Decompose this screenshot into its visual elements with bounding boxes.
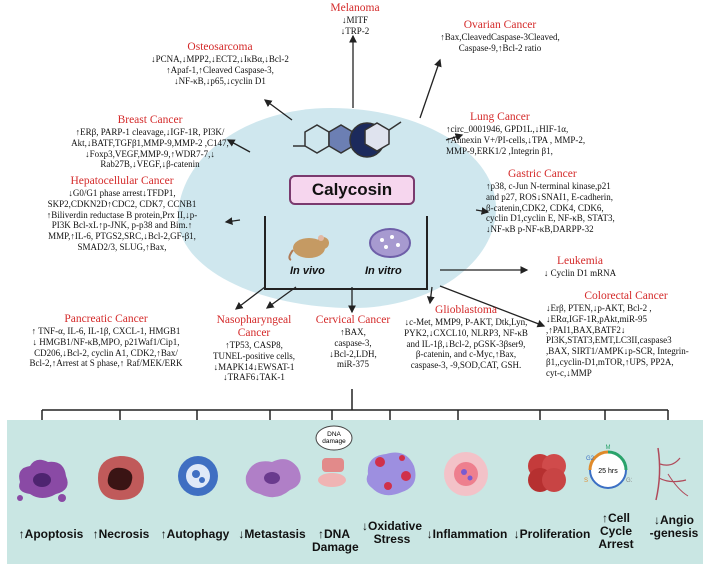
card-cervical: Cervical Cancer ↑BAX, caspase-3, ↓Bcl-2,… [310,314,396,370]
card-leukemia: Leukemia ↓ Cyclin D1 mRNA [530,255,630,279]
glioblastoma-body: ↓c-Met, MMP9, P-AKT, Dtk,Lyn, PYK2,↓CXCL… [404,317,528,371]
leukemia-title: Leukemia [557,255,603,267]
effect-inflammation: ↓Inflammation [426,527,508,541]
dna-tag-line2: damage [322,438,346,445]
petri-dish-icon [369,228,411,258]
breast-title: Breast Cancer [117,114,183,126]
clock-label: 25 hrs [598,468,618,475]
ovarian-title: Ovarian Cancer [463,19,537,31]
phase-g1: G1 [626,478,632,484]
nasopharyngeal-title: Nasopharyngeal Cancer [216,314,292,339]
melanoma-title: Melanoma [330,2,380,14]
pancreatic-title: Pancreatic Cancer [64,313,148,325]
effect-autophagy: ↑Autophagy [160,527,230,541]
cell-cycle-icon: 25 hrs M G2 S G1 [584,445,632,489]
card-lung: Lung Cancer ↑circ_0001946, GPD1L,↓HIF-1α… [446,111,618,156]
effect-proliferation: ↓Proliferation [513,527,591,541]
phase-m: M [606,445,611,451]
card-pancreatic: Pancreatic Cancer ↑ TNF-α, IL-6, IL-1β, … [4,313,208,369]
lung-title: Lung Cancer [470,111,530,123]
in-vivo-label: In vivo [290,265,325,277]
card-ovarian: Ovarian Cancer ↑Bax,CleavedCaspase-3Clea… [430,19,570,54]
effect-necrosis: ↑Necrosis [92,527,150,541]
colorectal-title: Colorectal Cancer [584,290,668,302]
glioblastoma-title: Glioblastoma [435,304,497,316]
card-hepatocellular: Hepatocellular Cancer ↓G0/G1 phase arres… [4,175,240,253]
hepatocellular-title: Hepatocellular Cancer [70,175,174,187]
oxidative-stress-icon [366,452,416,496]
phase-s: S [584,478,588,484]
card-glioblastoma: Glioblastoma ↓c-Met, MMP9, P-AKT, Dtk,Ly… [396,304,536,371]
effect-cell-cycle-arrest: ↑Cell Cycle Arrest [598,511,634,551]
melanoma-body: ↓MITF ↓TRP-2 [340,15,370,36]
nasopharyngeal-body: ↑TP53, CASP8, TUNEL-positive cells, ↓MAP… [213,340,295,383]
osteosarcoma-title: Osteosarcoma [187,41,253,53]
lung-body: ↑circ_0001946, GPD1L,↓HIF-1α, ↑Annexin V… [446,124,586,156]
autophagy-icon [178,456,218,496]
inflammation-icon [444,452,488,496]
effect-dna-damage: ↑DNA Damage [312,527,359,554]
rat-icon [288,235,329,261]
effect-metastasis: ↓Metastasis [238,527,306,541]
necrosis-icon [98,456,144,500]
dna-tag-line1: DNA [327,431,341,438]
card-breast: Breast Cancer ↑ERβ, PARP-1 cleavage,↓IGF… [60,114,240,170]
phase-g2: G2 [586,456,595,462]
dna-damage-icon: DNA damage [315,425,353,487]
in-vitro-label: In vitro [365,265,402,277]
proliferation-icon [528,454,566,492]
pancreatic-body: ↑ TNF-α, IL-6, IL-1β, CXCL-1, HMGB1 ↓ HM… [29,326,183,369]
gastric-title: Gastric Cancer [508,168,577,180]
gastric-body: ↑p38, c-Jun N-terminal kinase,p21 and p2… [486,181,615,235]
cervical-title: Cervical Cancer [315,314,391,326]
cervical-body: ↑BAX, caspase-3, ↓Bcl-2,LDH, miR-375 [329,327,377,370]
card-nasopharyngeal: Nasopharyngeal Cancer ↑TP53, CASP8, TUNE… [198,314,310,383]
osteosarcoma-body: ↓PCNA,↓MPP2,↓ECT2,↓IκBα,↓Bcl-2 ↑Apaf-1,↑… [151,54,289,86]
effect-angiogenesis: ↓Angio -genesis [649,513,699,540]
angiogenesis-icon [655,447,689,501]
apoptosis-icon [17,459,68,502]
leukemia-body: ↓ Cyclin D1 mRNA [543,268,617,278]
card-gastric: Gastric Cancer ↑p38, c-Jun N-terminal ki… [486,168,666,235]
colorectal-body: ↓Erβ, PTEN,↓p-AKT, Bcl-2 , ↓ERα,IGF-1R,p… [546,303,689,378]
card-osteosarcoma: Osteosarcoma ↓PCNA,↓MPP2,↓ECT2,↓IκBα,↓Bc… [140,41,300,86]
breast-body: ↑ERβ, PARP-1 cleavage,↓IGF-1R, PI3K/ Akt… [71,127,229,170]
effect-apoptosis: ↑Apoptosis [18,527,84,541]
card-melanoma: Melanoma ↓MITF ↓TRP-2 [310,2,400,37]
metastasis-icon [245,459,301,498]
calycosin-label: Calycosin [289,175,415,205]
ovarian-body: ↑Bax,CleavedCaspase-3Cleaved, Caspase-9,… [440,32,560,53]
card-colorectal: Colorectal Cancer ↓Erβ, PTEN,↓p-AKT, Bcl… [546,290,706,379]
calycosin-molecule-icon [293,121,402,158]
in-vivo-vitro-bracket [264,216,428,290]
effect-oxidative-stress: ↓Oxidative Stress [361,519,423,546]
hepatocellular-body: ↓G0/G1 phase arrest↓TFDP1, SKP2,CDKN2D↑C… [46,188,198,252]
